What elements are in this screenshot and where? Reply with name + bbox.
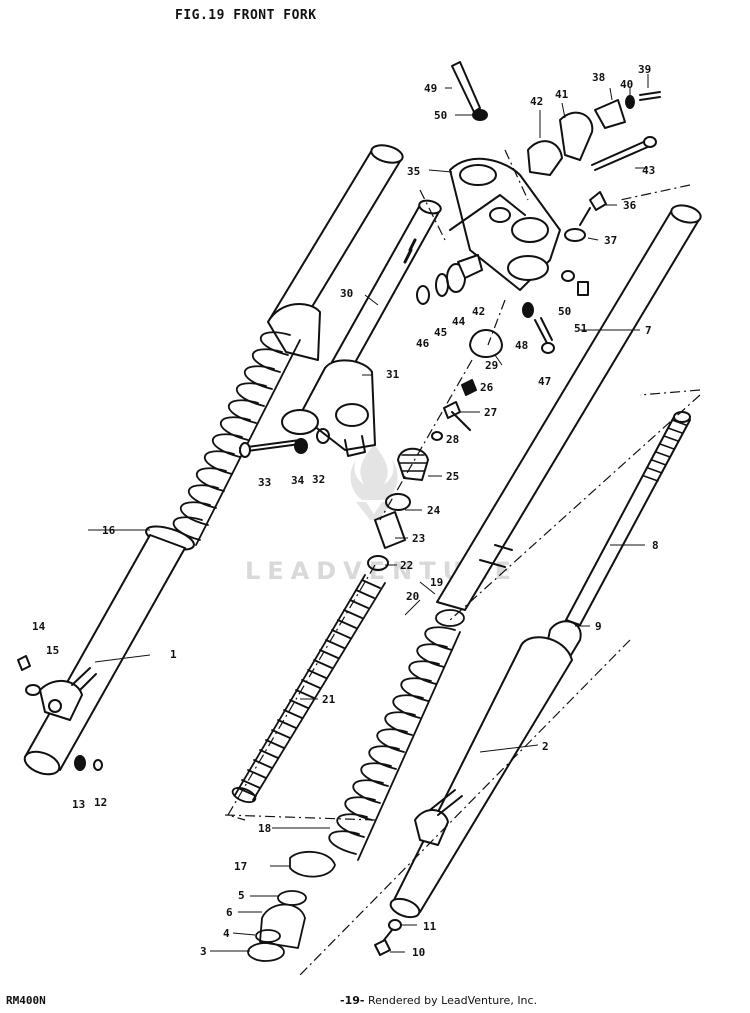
callout-49: 49 bbox=[424, 82, 437, 95]
left-fork-boot bbox=[172, 331, 301, 546]
callout-43: 43 bbox=[642, 164, 655, 177]
callout-18: 18 bbox=[258, 822, 271, 835]
fork-tube-and-bracket bbox=[239, 199, 442, 458]
right-fork-boot bbox=[247, 609, 465, 962]
callout-13: 13 bbox=[72, 798, 85, 811]
callout-30: 30 bbox=[340, 287, 353, 300]
callout-27: 27 bbox=[484, 406, 497, 419]
callout-48: 48 bbox=[515, 339, 528, 352]
callout-32: 32 bbox=[312, 473, 325, 486]
callout-41: 41 bbox=[555, 88, 569, 101]
left-fork-assembly bbox=[17, 144, 404, 776]
callout-2: 2 bbox=[542, 740, 549, 753]
callout-42b: 42 bbox=[472, 305, 485, 318]
callout-22: 22 bbox=[400, 559, 413, 572]
callout-21: 21 bbox=[322, 693, 336, 706]
callout-10: 10 bbox=[412, 946, 425, 959]
callout-44: 44 bbox=[452, 315, 466, 328]
callout-1: 1 bbox=[170, 648, 177, 661]
callout-7: 7 bbox=[645, 324, 652, 337]
callout-20: 20 bbox=[406, 590, 419, 603]
callout-14: 14 bbox=[32, 620, 46, 633]
callout-47: 47 bbox=[538, 375, 551, 388]
callout-46: 46 bbox=[416, 337, 430, 350]
right-outer-tube bbox=[374, 411, 691, 956]
callout-12: 12 bbox=[94, 796, 107, 809]
callout-45: 45 bbox=[434, 326, 447, 339]
callout-37: 37 bbox=[604, 234, 617, 247]
callout-6: 6 bbox=[226, 906, 233, 919]
assembly-centerlines bbox=[224, 149, 701, 976]
render-credit: Rendered by LeadVenture, Inc. bbox=[368, 994, 538, 1007]
callout-42: 42 bbox=[530, 95, 543, 108]
callout-25: 25 bbox=[446, 470, 459, 483]
callout-40: 40 bbox=[620, 78, 633, 91]
callout-leaders bbox=[88, 74, 649, 953]
figure-title: FIG.19 FRONT FORK bbox=[175, 8, 317, 23]
callout-11: 11 bbox=[423, 920, 437, 933]
callout-19: 19 bbox=[430, 576, 443, 589]
callout-5: 5 bbox=[238, 889, 245, 902]
model-code: RM400N bbox=[6, 994, 46, 1007]
callout-35: 35 bbox=[407, 165, 420, 178]
callout-39: 39 bbox=[638, 63, 651, 76]
callout-34: 34 bbox=[291, 474, 305, 487]
right-inner-tube bbox=[436, 204, 702, 611]
callout-29: 29 bbox=[485, 359, 498, 372]
callout-31: 31 bbox=[386, 368, 400, 381]
callout-4: 4 bbox=[223, 927, 230, 940]
callout-33: 33 bbox=[258, 476, 271, 489]
callout-50: 50 bbox=[434, 109, 447, 122]
callout-17: 17 bbox=[234, 860, 247, 873]
callout-16: 16 bbox=[102, 524, 116, 537]
callout-26: 26 bbox=[480, 381, 494, 394]
callout-labels: 1 2 3 4 5 6 7 8 9 10 11 12 13 14 15 16 1… bbox=[32, 63, 659, 959]
callout-3: 3 bbox=[200, 945, 207, 958]
callout-38: 38 bbox=[592, 71, 605, 84]
callout-28: 28 bbox=[446, 433, 459, 446]
callout-24: 24 bbox=[427, 504, 441, 517]
fork-spring bbox=[231, 574, 386, 804]
page-number: -19- bbox=[340, 994, 365, 1007]
callout-15: 15 bbox=[46, 644, 59, 657]
callout-23: 23 bbox=[412, 532, 425, 545]
callout-51: 51 bbox=[574, 322, 588, 335]
callout-50b: 50 bbox=[558, 305, 571, 318]
callout-36: 36 bbox=[623, 199, 637, 212]
steering-stem-bracket bbox=[367, 61, 661, 571]
callout-9: 9 bbox=[595, 620, 602, 633]
leadventure-logo-watermark bbox=[350, 444, 398, 520]
callout-8: 8 bbox=[652, 539, 659, 552]
